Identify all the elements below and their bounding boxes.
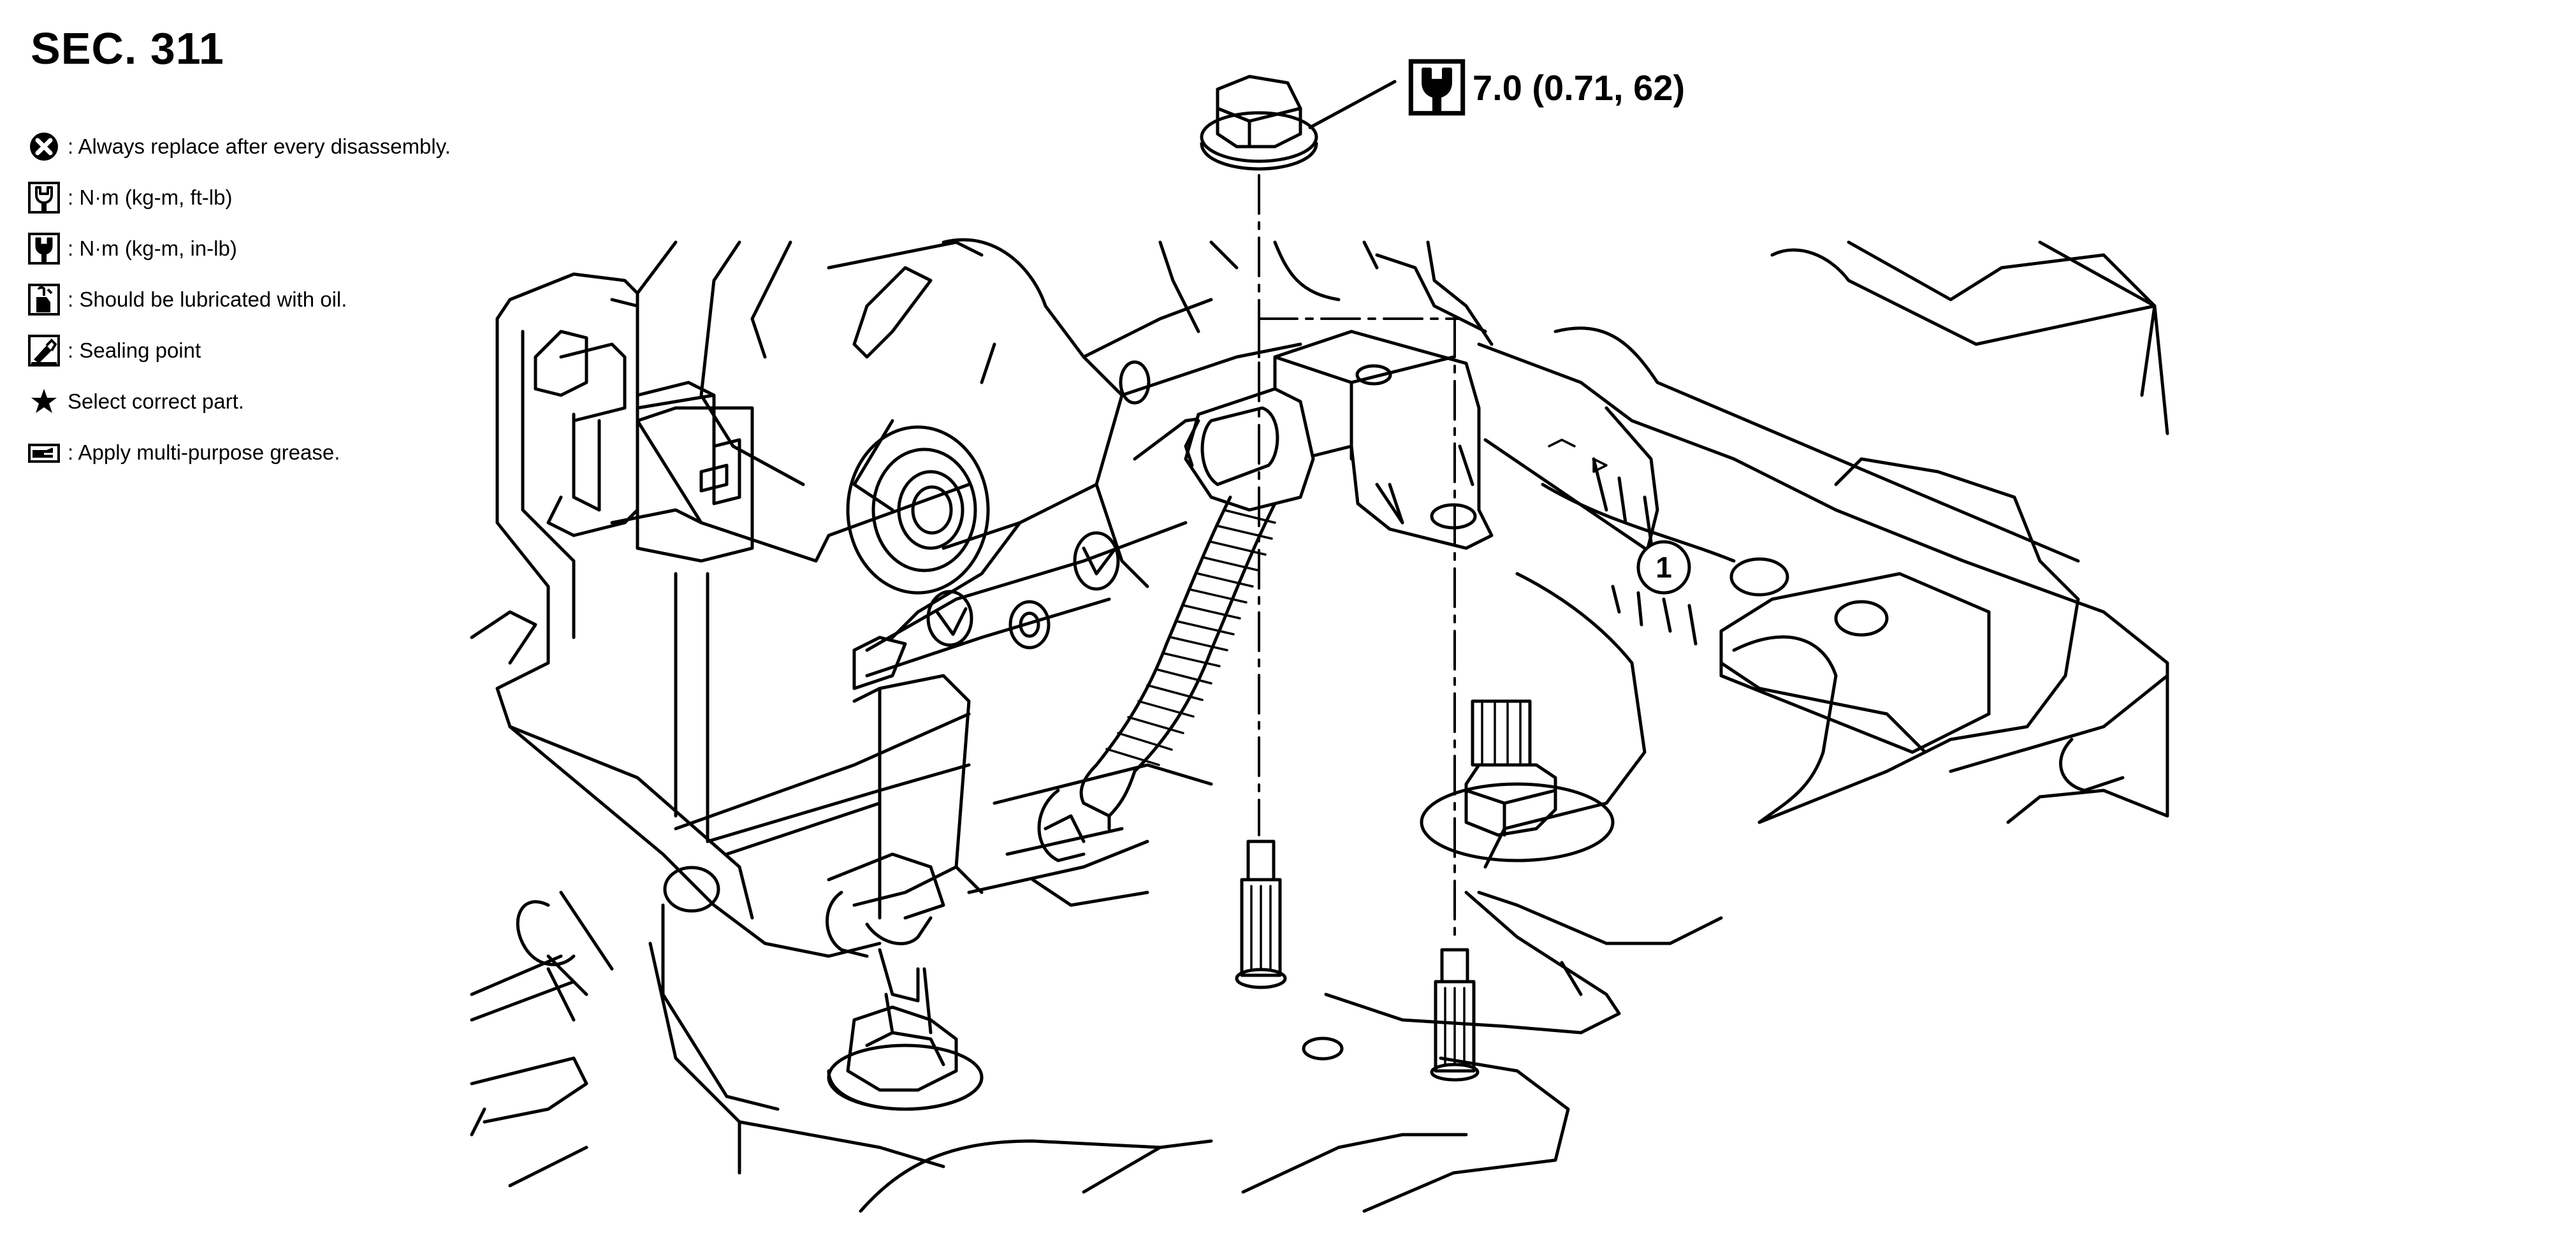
legend-item-torque-ftlb: : N·m (kg-m, ft-lb) bbox=[25, 172, 510, 223]
legend-item-oil: : Should be lubricated with oil. bbox=[25, 274, 510, 325]
part-label-1-number: 1 bbox=[1655, 551, 1672, 584]
torque-wrench-inlb-icon bbox=[25, 230, 62, 267]
mounting-stud-right bbox=[1430, 948, 1480, 1082]
legend-item-grease: : Apply multi-purpose grease. bbox=[25, 427, 510, 478]
left-bracket bbox=[470, 272, 1213, 1188]
oil-can-icon bbox=[25, 281, 62, 318]
torque-wrench-inlb-icon bbox=[1408, 58, 1466, 117]
pivot-boss bbox=[846, 425, 990, 595]
replace-x-icon bbox=[25, 128, 62, 165]
transmission-housing bbox=[859, 240, 2169, 1213]
centerlines bbox=[1258, 174, 1461, 945]
part-label-1: 1 bbox=[1483, 438, 1691, 595]
legend-item-replace: : Always replace after every disassembly… bbox=[25, 121, 510, 172]
section-title: SEC. 311 bbox=[31, 24, 224, 73]
left-harness-clip bbox=[534, 298, 754, 563]
legend-text: Select correct part. bbox=[68, 389, 244, 413]
flange-nut bbox=[1200, 75, 1397, 171]
torque-value: 7.0 (0.71, 62) bbox=[1473, 67, 1685, 108]
star-icon bbox=[25, 383, 62, 420]
torque-callout: 7.0 (0.71, 62) bbox=[1408, 59, 1685, 116]
legend-text: : N·m (kg-m, ft-lb) bbox=[68, 185, 233, 209]
grease-tube-icon bbox=[25, 434, 62, 471]
legend-text: : Apply multi-purpose grease. bbox=[68, 440, 340, 464]
legend-text: : Should be lubricated with oil. bbox=[68, 287, 347, 311]
sealant-icon bbox=[25, 332, 62, 369]
legend-text: : N·m (kg-m, in-lb) bbox=[68, 236, 237, 260]
mounting-stud-left bbox=[1235, 840, 1287, 989]
legend-item-torque-inlb: : N·m (kg-m, in-lb) bbox=[25, 223, 510, 274]
ball-stud bbox=[826, 852, 984, 1111]
legend-text: : Sealing point bbox=[68, 338, 201, 362]
stud-with-nut bbox=[1420, 699, 1615, 862]
legend-item-select-part: Select correct part. bbox=[25, 376, 510, 427]
sensor-assembly bbox=[1037, 330, 1494, 862]
torque-wrench-ftlb-icon bbox=[25, 179, 62, 216]
legend-item-sealing: : Sealing point bbox=[25, 325, 510, 376]
symbol-legend: : Always replace after every disassembly… bbox=[25, 121, 510, 478]
legend-text: : Always replace after every disassembly… bbox=[68, 135, 451, 158]
corrugated-harness bbox=[1079, 495, 1277, 818]
